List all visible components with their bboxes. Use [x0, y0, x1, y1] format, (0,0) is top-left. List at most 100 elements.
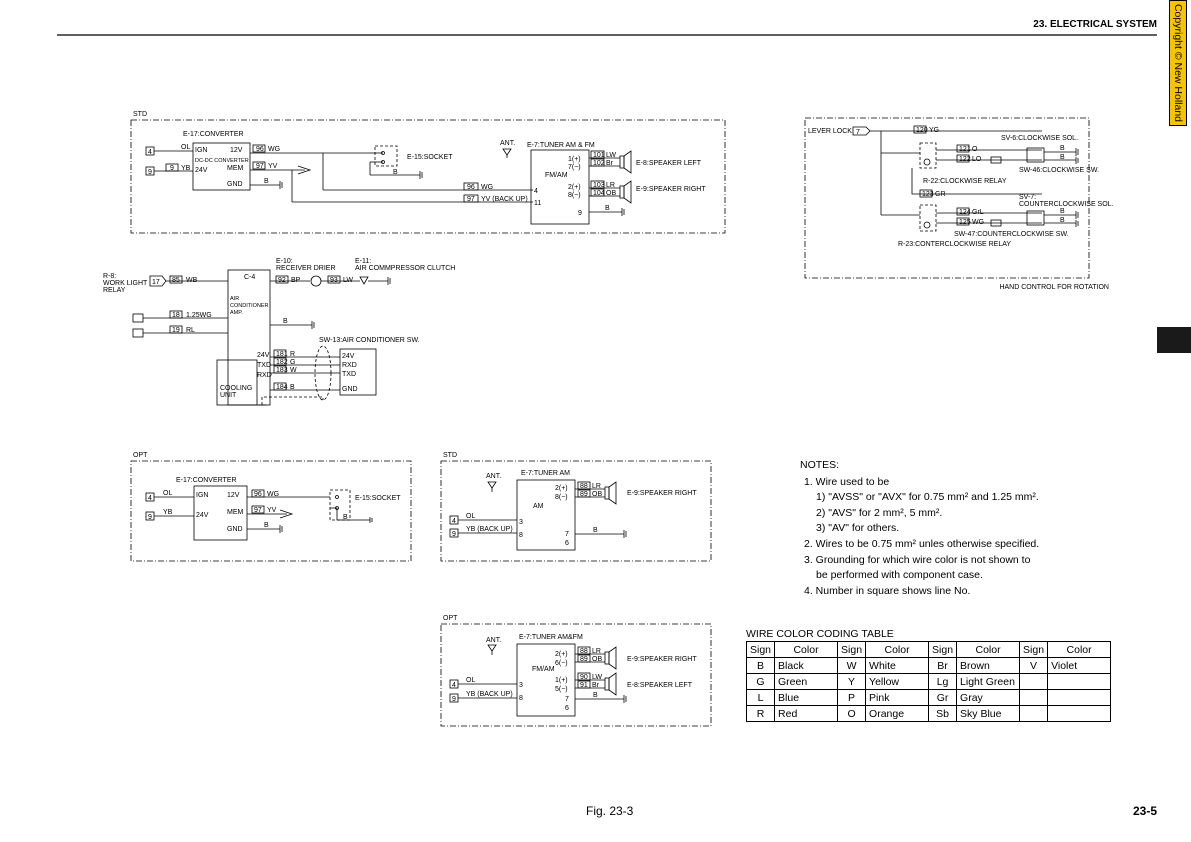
- line-num: 88: [580, 648, 588, 655]
- wire-color: YV: [268, 163, 278, 170]
- table-cell: [1047, 673, 1112, 690]
- tuner-pin: 7: [565, 696, 569, 703]
- pin-24v: 24V: [195, 167, 208, 174]
- speaker-left-label: E-8:SPEAKER LEFT: [636, 160, 702, 167]
- tuner-label: E-7:TUNER AM&FM: [519, 634, 583, 641]
- opt-label: OPT: [133, 452, 148, 459]
- wire-color: LO: [972, 156, 982, 163]
- wire-color: O: [972, 146, 978, 153]
- table-cell: Red: [774, 705, 839, 722]
- column-header: Color: [865, 641, 930, 658]
- wire-color: LW: [592, 674, 602, 681]
- converter-label: E-17:CONVERTER: [183, 131, 244, 138]
- column-header: Sign: [1019, 641, 1049, 658]
- speaker-left-label: E-8:SPEAKER LEFT: [627, 682, 693, 689]
- table-header-row: Sign Color Sign Color Sign Color Sign Co…: [745, 641, 1112, 658]
- opt-label: OPT: [443, 615, 458, 622]
- tuner-pin: 8(−): [555, 494, 568, 501]
- opt-converter-circuit: OPT E-17:CONVERTER IGN 12V MEM 24V GND 4…: [130, 452, 412, 562]
- table-cell: O: [837, 705, 867, 722]
- wire-color: OL: [466, 677, 475, 684]
- wire-color: LW: [343, 277, 353, 284]
- line-num: 122: [959, 156, 971, 163]
- table-row: B Black W White Br Brown V Violet: [745, 657, 1112, 674]
- clutch-label: E-11:: [355, 258, 371, 265]
- pin-gnd: GND: [227, 181, 243, 188]
- line-num: 89: [580, 491, 588, 498]
- clutch-icon: [359, 276, 369, 285]
- amp-pin: 24V: [257, 352, 270, 359]
- cooling-label: COOLING: [220, 385, 252, 392]
- pin-12v: 12V: [230, 147, 243, 154]
- antenna-label: ANT.: [486, 637, 501, 644]
- speaker-icon: [619, 155, 625, 169]
- wire-color: WG: [268, 146, 280, 153]
- tuner-pin: 3: [519, 519, 523, 526]
- relay-label: WORK LIGHT: [103, 280, 148, 287]
- wire-color: B: [264, 522, 269, 529]
- section-title: 23. ELECTRICAL SYSTEM: [1033, 19, 1157, 30]
- line-num: 9: [148, 169, 152, 176]
- table-cell: V: [1019, 657, 1049, 674]
- line-num: 181: [276, 351, 288, 358]
- wire-color: YB (BACK UP): [466, 526, 513, 533]
- antenna-label: ANT.: [486, 473, 501, 480]
- wire-color: B: [1060, 145, 1065, 152]
- table-cell: B: [745, 657, 776, 674]
- tuner-pin: 7: [565, 531, 569, 538]
- column-header: Sign: [928, 641, 958, 658]
- column-header: Sign: [837, 641, 867, 658]
- line-num: 96: [467, 184, 475, 191]
- wire-color: B: [605, 205, 610, 212]
- table-cell: Yellow: [865, 673, 930, 690]
- speaker-icon: [619, 185, 625, 199]
- line-num: 89: [580, 656, 588, 663]
- line-num: 4: [148, 495, 152, 502]
- table-cell: Light Green: [956, 673, 1021, 690]
- ac-switch-box: [339, 348, 377, 396]
- wire-color: 1.25WG: [186, 312, 212, 319]
- wire-color: OL: [181, 144, 190, 151]
- relay-r23: [919, 204, 937, 232]
- tuner-pin: 8: [519, 695, 523, 702]
- table-cell: Black: [774, 657, 839, 674]
- wire-color: LR: [592, 648, 601, 655]
- speaker-right-label: E-9:SPEAKER RIGHT: [627, 656, 697, 663]
- wire-color: RL: [186, 327, 195, 334]
- wire-color: B: [1060, 217, 1065, 224]
- tuner-mode: FM/AM: [545, 172, 568, 179]
- pin-12v: 12V: [227, 492, 240, 499]
- line-num: 88: [580, 483, 588, 490]
- opt-tuner-circuit: OPT ANT. E-7:TUNER AM&FM FM/AM 2(+) 6(−)…: [440, 615, 712, 727]
- line-num: 121: [959, 146, 971, 153]
- line-num: 101: [593, 152, 605, 159]
- relay-r22: [919, 142, 937, 169]
- table-row: G Green Y Yellow Lg Light Green: [745, 673, 1112, 690]
- line-num: 125: [959, 219, 971, 226]
- line-num: 123: [922, 191, 934, 198]
- table-cell: Lg: [928, 673, 958, 690]
- std-converter-tuner-circuit: STD E-17:CONVERTER IGN 12V DC-DC CONVERT…: [130, 111, 726, 234]
- table-row: L Blue P Pink Gr Gray: [745, 689, 1112, 706]
- tuner-mode: FM/AM: [532, 666, 555, 673]
- wire-color: B: [283, 318, 288, 325]
- pin-ign: IGN: [196, 492, 208, 499]
- table-cell: White: [865, 657, 930, 674]
- std-label: STD: [133, 111, 147, 118]
- line-num: 182: [276, 359, 288, 366]
- amp-label: CONDITIONER: [230, 303, 269, 309]
- notes-title: NOTES:: [800, 459, 840, 471]
- pin-gnd: GND: [227, 526, 243, 533]
- wire-color: GrL: [972, 209, 984, 216]
- wire-color: LR: [592, 483, 601, 490]
- speaker-icon: [604, 677, 610, 691]
- note-item: 2) "AVS" for 2 mm², 5 mm².: [816, 506, 943, 519]
- pin-24v: 24V: [196, 512, 209, 519]
- r22-label: R-22:CLOCKWISE RELAY: [923, 178, 1007, 185]
- tuner-pin: 6: [565, 705, 569, 712]
- solenoid-icon: [1026, 210, 1045, 226]
- table-cell: [1019, 689, 1049, 706]
- tuner-pin: 8: [519, 532, 523, 539]
- wire-color: B: [593, 527, 598, 534]
